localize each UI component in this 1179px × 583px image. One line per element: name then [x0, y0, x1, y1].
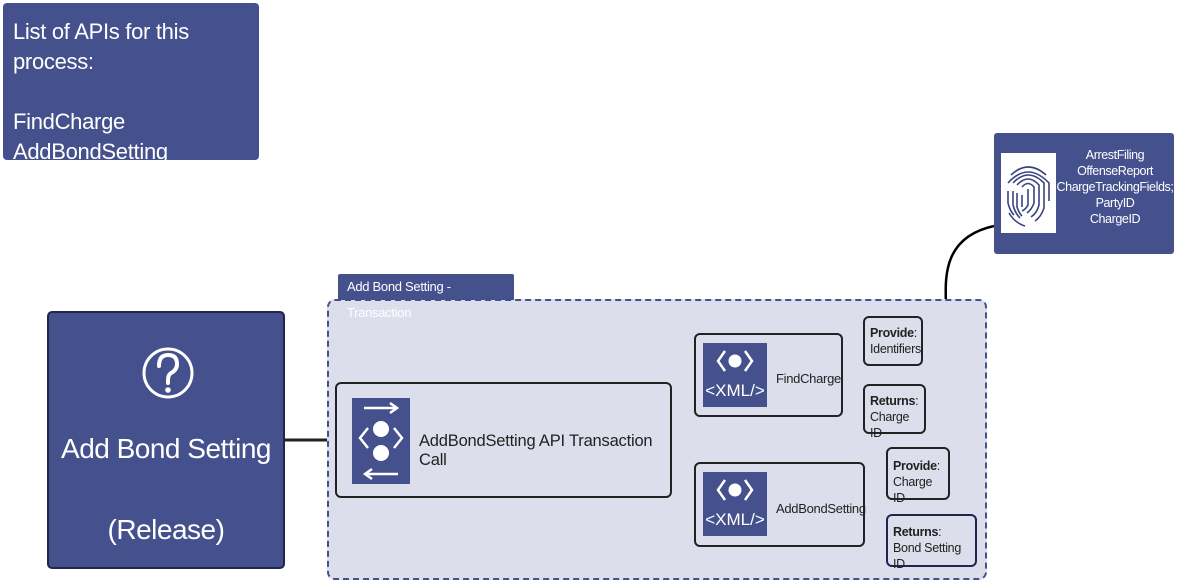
api-box-addbondsetting: <XML/> AddBondSetting: [694, 462, 866, 547]
findcharge-provide-box: Provide: Identifiers: [863, 316, 923, 366]
operation-name: Add Bond Setting: [61, 433, 271, 464]
data-source-item: ChargeTrackingFields;: [1056, 180, 1174, 194]
transaction-tab: Add Bond Setting - Transaction: [338, 274, 514, 320]
operation-box: Add Bond Setting (Release): [47, 311, 285, 569]
api-name-label: FindCharge: [776, 371, 841, 386]
api-list-item: AddBondSetting: [13, 139, 168, 164]
api-name-label: AddBondSetting: [776, 501, 866, 516]
svg-text:<XML/>: <XML/>: [705, 381, 765, 400]
returns-label: Returns: [870, 394, 916, 408]
provide-value: Identifiers: [870, 342, 921, 356]
data-source-list: ArrestFiling OffenseReport ChargeTrackin…: [1056, 147, 1174, 227]
question-mark-icon: [141, 337, 195, 414]
data-source-item: OffenseReport: [1077, 164, 1153, 178]
addbondsetting-returns-box: Returns: Bond Setting ID: [886, 514, 977, 571]
api-box-findcharge: <XML/> FindCharge: [694, 333, 843, 417]
api-list-panel: List of APIs for this process: FindCharg…: [3, 3, 259, 164]
operation-status: (Release): [107, 514, 225, 545]
addbondsetting-provide-box: Provide: Charge ID: [886, 447, 950, 505]
provide-value: Charge ID: [893, 475, 933, 505]
provide-label: Provide: [870, 326, 914, 340]
api-list-item: FindCharge: [13, 109, 125, 134]
xml-icon: <XML/>: [703, 343, 767, 407]
transaction-call-label: AddBondSetting API Transaction Call: [419, 432, 653, 469]
data-source-box: ArrestFiling OffenseReport ChargeTrackin…: [994, 133, 1174, 254]
provide-label: Provide: [893, 459, 937, 473]
data-source-item: ChargeID: [1089, 212, 1141, 226]
svg-text:<XML/>: <XML/>: [705, 510, 765, 529]
returns-value: Bond Setting ID: [893, 541, 961, 571]
transaction-call-box: AddBondSetting API Transaction Call: [335, 382, 672, 498]
data-source-item: PartyID: [1095, 196, 1135, 210]
returns-label: Returns: [893, 525, 939, 539]
returns-value: Charge ID: [870, 410, 910, 440]
api-list-title: List of APIs for this process:: [13, 19, 189, 74]
findcharge-returns-box: Returns: Charge ID: [863, 384, 926, 440]
data-source-item: ArrestFiling: [1085, 148, 1145, 162]
transaction-exchange-icon: [352, 398, 410, 484]
xml-icon: <XML/>: [703, 472, 767, 536]
fingerprint-icon: [1001, 153, 1056, 233]
